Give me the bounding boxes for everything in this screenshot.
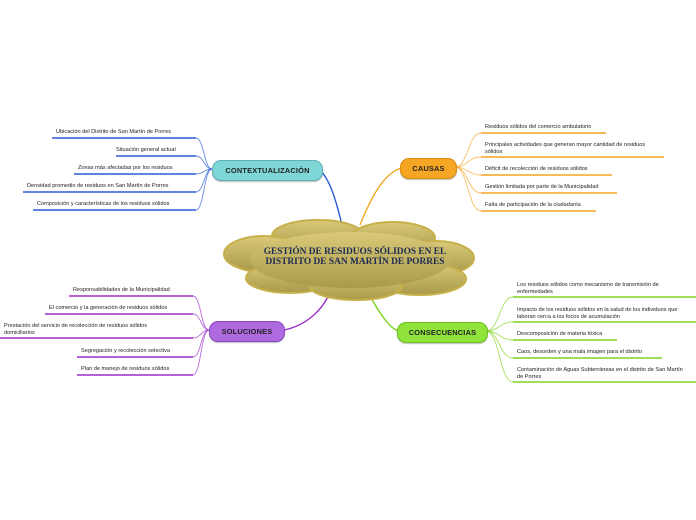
leaf-consecuencias-4[interactable]: Caos, desorden y una mala imagen para el… [517,349,642,355]
branch-contextualizacion-label: CONTEXTUALIZACIÓN [225,166,310,175]
leaf-soluciones-3[interactable]: Prestación del servicio de recolección d… [4,323,148,336]
branch-consecuencias[interactable]: CONSECUENCIAS [397,322,488,343]
leaf-connector-consecuencias-5 [485,330,514,383]
leaf-connector-soluciones-1 [192,295,210,331]
central-topic-title: GESTIÓN DE RESIDUOS SÓLIDOS EN EL DISTRI… [263,247,447,268]
leaf-contextualizacion-3[interactable]: Zonas más afectadas por los residuos [78,165,173,171]
leaf-causas-2[interactable]: Principales actividades que generan mayo… [485,142,646,155]
branch-causas[interactable]: CAUSAS [400,158,457,179]
connector-soluciones [283,291,331,331]
leaf-consecuencias-3[interactable]: Descomposición de materia tóxica [517,331,603,337]
branch-soluciones-label: SOLUCIONES [221,327,273,336]
branch-causas-label: CAUSAS [412,164,445,173]
leaf-consecuencias-1[interactable]: Los residuos sólidos como mecanismo de t… [517,282,659,295]
branch-consecuencias-label: CONSECUENCIAS [408,328,477,337]
connector-contextualizacion [319,169,343,226]
leaf-causas-3[interactable]: Déficit de recolección de residuos sólid… [485,166,588,172]
leaf-contextualizacion-2[interactable]: Situación general actual [116,147,176,153]
branch-soluciones[interactable]: SOLUCIONES [209,321,285,342]
leaf-causas-5[interactable]: Falta de participación de la ciudadanía [485,202,581,208]
leaf-connector-consecuencias-1 [485,296,514,332]
leaf-connector-contextualizacion-2 [195,155,213,170]
leaf-consecuencias-2[interactable]: Impacto de los residuos sólidos en la sa… [517,307,678,320]
leaf-connector-causas-5 [454,166,482,212]
leaf-connector-consecuencias-2 [485,321,514,332]
leaf-causas-1[interactable]: Residuos sólidos del comercio ambulatori… [485,124,592,130]
central-topic-cloud[interactable] [223,219,475,301]
leaf-contextualizacion-4[interactable]: Densidad promedio de residuos en San Mar… [27,183,169,189]
leaf-contextualizacion-5[interactable]: Composición y características de los res… [37,201,170,207]
leaf-soluciones-4[interactable]: Segregación y recolección selectiva [81,348,170,354]
connector-causas [359,167,403,226]
leaf-causas-4[interactable]: Gestión limitada por parte de la Municip… [485,184,599,190]
leaf-soluciones-2[interactable]: El comercio y la generación de residuos … [49,305,168,311]
leaf-connector-soluciones-5 [192,329,210,376]
leaf-connector-soluciones-2 [192,313,210,331]
branch-contextualizacion[interactable]: CONTEXTUALIZACIÓN [212,160,323,181]
leaf-consecuencias-5[interactable]: Contaminación de Aguas Subterráneas en e… [517,367,683,380]
leaf-connector-contextualizacion-1 [195,137,213,170]
leaf-connector-causas-1 [454,132,482,168]
leaf-contextualizacion-1[interactable]: Ubicación del Distrito de San Martín de … [56,129,172,135]
leaf-soluciones-5[interactable]: Plan de manejo de residuos sólidos [81,366,170,372]
leaf-connector-causas-2 [454,156,482,168]
leaf-soluciones-1[interactable]: Responsabilidades de la Municipalidad [73,287,170,293]
leaf-connector-contextualizacion-5 [195,168,213,211]
